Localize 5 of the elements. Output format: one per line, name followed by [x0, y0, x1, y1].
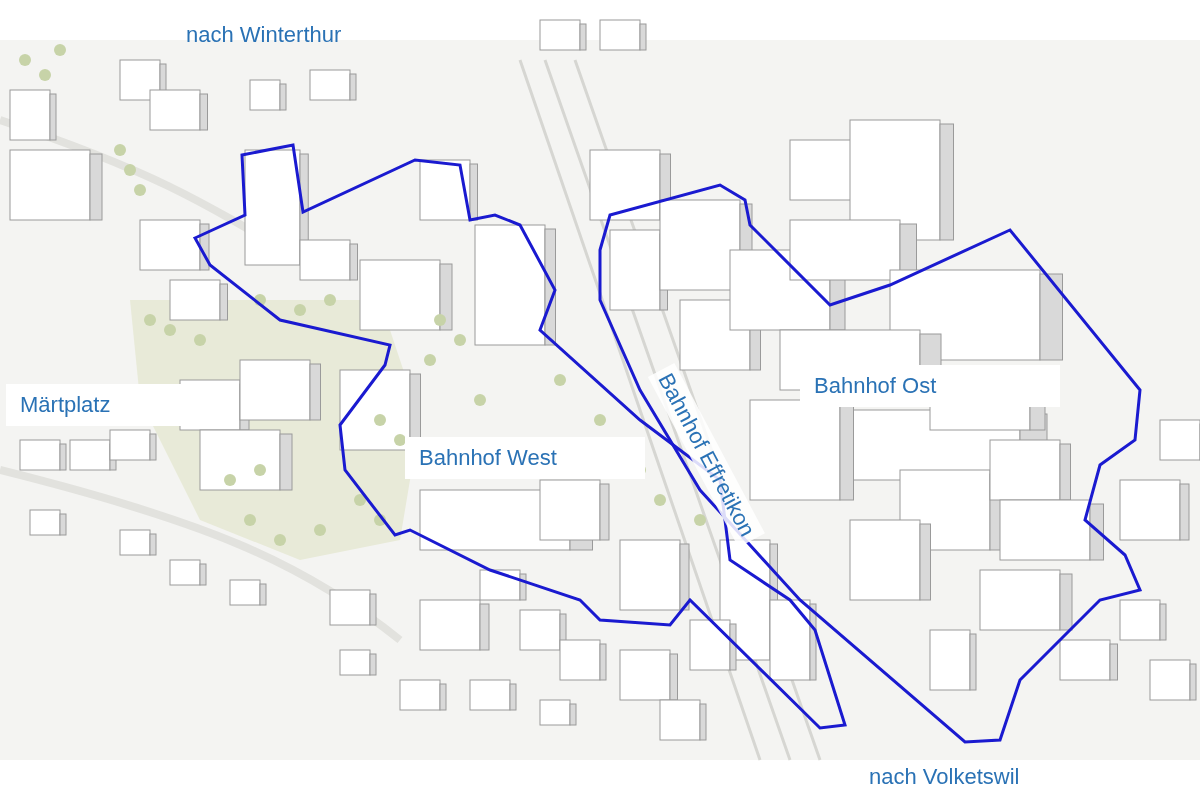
- direction-label: nach Winterthur: [185, 21, 343, 49]
- place-label: Märtplatz: [6, 384, 184, 426]
- district-label: Bahnhof West: [405, 437, 645, 479]
- direction-label: nach Volketswil: [868, 763, 1021, 789]
- district-label: Bahnhof Ost: [800, 365, 1060, 407]
